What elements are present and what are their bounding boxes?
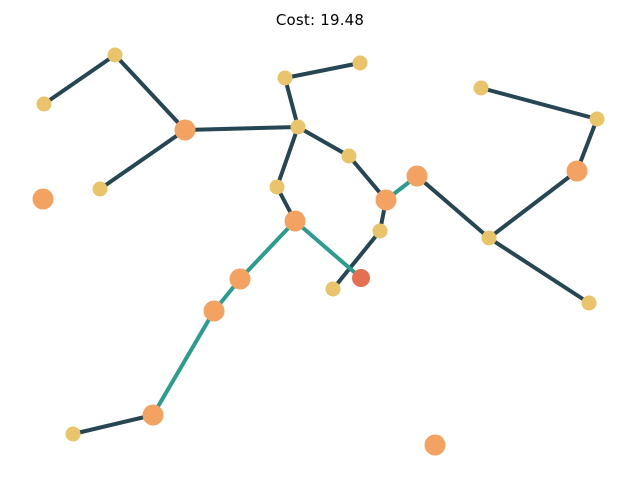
- graph-edge: [275, 125, 300, 189]
- small-node: [372, 223, 388, 239]
- graph-edge: [487, 236, 591, 305]
- graph-edge: [415, 174, 491, 240]
- large-node: [229, 268, 251, 290]
- small-node: [481, 230, 497, 246]
- graph-edge: [487, 169, 579, 240]
- large-node: [203, 300, 225, 322]
- small-node: [589, 111, 605, 127]
- graph-edge: [479, 86, 599, 121]
- small-node: [352, 55, 368, 71]
- graph-edge: [331, 229, 382, 291]
- large-node: [284, 210, 306, 232]
- small-node: [290, 119, 306, 135]
- small-node: [92, 181, 108, 197]
- graph-edge: [71, 413, 155, 436]
- large-node: [174, 119, 196, 141]
- large-node: [375, 189, 397, 211]
- large-node: [406, 165, 428, 187]
- small-node: [107, 47, 123, 63]
- graph-edge: [283, 61, 362, 80]
- small-node: [473, 80, 489, 96]
- graph-edge: [183, 125, 300, 132]
- large-node: [142, 404, 164, 426]
- large-node: [32, 188, 54, 210]
- special-node: [352, 269, 370, 287]
- small-node: [581, 295, 597, 311]
- nodes-layer: [32, 47, 605, 456]
- highlighted-edge: [293, 219, 363, 280]
- small-node: [277, 70, 293, 86]
- graph-edge: [283, 76, 300, 129]
- small-node: [269, 179, 285, 195]
- large-node: [424, 434, 446, 456]
- graph-edge: [296, 125, 351, 158]
- graph-edge: [113, 53, 187, 132]
- small-node: [65, 426, 81, 442]
- small-node: [36, 96, 52, 112]
- edges-layer: [42, 53, 599, 436]
- graph-edge: [98, 128, 187, 191]
- highlighted-edge: [151, 309, 216, 417]
- small-node: [325, 281, 341, 297]
- cost-title: Cost: 19.48: [275, 11, 365, 29]
- large-node: [566, 160, 588, 182]
- highlighted-edge: [238, 219, 297, 281]
- graph-edge: [42, 53, 117, 106]
- small-node: [341, 148, 357, 164]
